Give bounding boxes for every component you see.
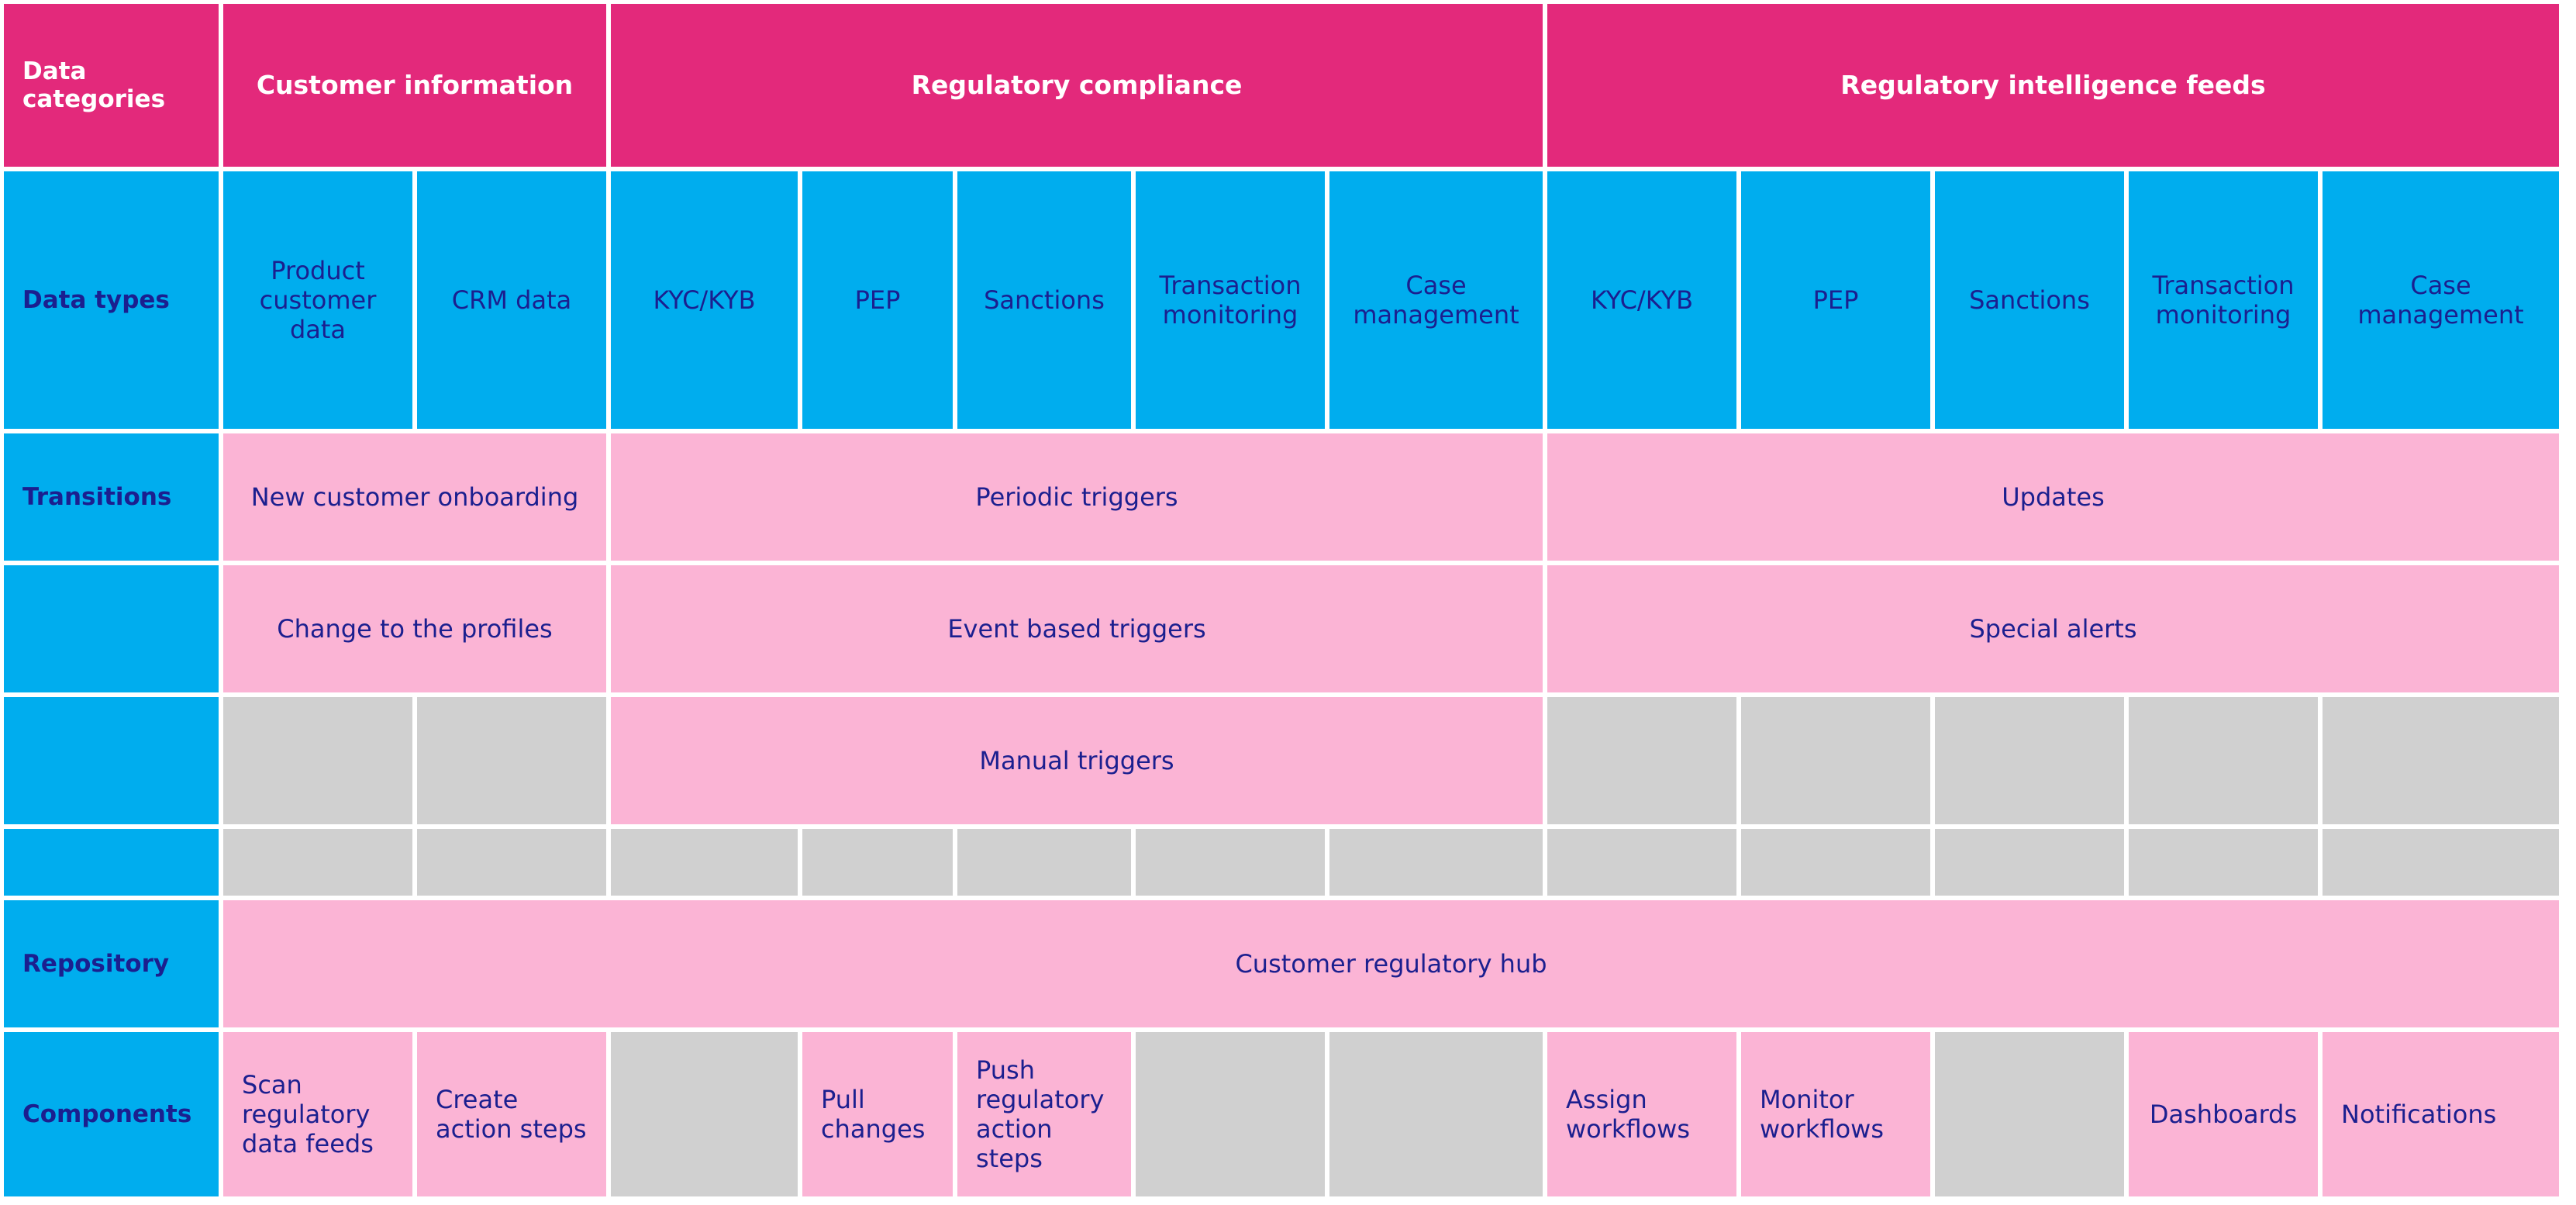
empty-cell — [1935, 697, 2124, 824]
data-type-crm-data: CRM data — [417, 171, 606, 429]
empty-cell — [611, 829, 798, 896]
header-regulatory-compliance: Regulatory compliance — [611, 4, 1543, 167]
data-type-feed-case-management: Case management — [2323, 171, 2559, 429]
empty-cell — [417, 697, 606, 824]
empty-cell — [1329, 1032, 1543, 1196]
row-label-repository: Repository — [4, 900, 219, 1027]
component-monitor-workflows: Monitor workflows — [1741, 1032, 1930, 1196]
component-scan-regulatory-data-feeds: Scan regulatory data feeds — [223, 1032, 412, 1196]
header-corner: Data categories — [4, 4, 219, 167]
empty-cell — [2323, 697, 2559, 824]
row-label-components: Components — [4, 1032, 219, 1196]
component-push-regulatory-action-steps: Push regulatory action steps — [957, 1032, 1131, 1196]
empty-cell — [2129, 829, 2318, 896]
header-customer-information: Customer information — [223, 4, 606, 167]
data-type-feed-kyc-kyb: KYC/KYB — [1547, 171, 1736, 429]
empty-cell — [2323, 829, 2559, 896]
empty-cell — [223, 829, 412, 896]
row-label-transitions: Transitions — [4, 433, 219, 561]
data-type-case-management: Case management — [1329, 171, 1543, 429]
empty-cell — [1136, 829, 1325, 896]
empty-cell — [2129, 697, 2318, 824]
data-type-feed-sanctions: Sanctions — [1935, 171, 2124, 429]
repository-customer-regulatory-hub: Customer regulatory hub — [223, 900, 2559, 1027]
data-type-transaction-monitoring: Transaction monitoring — [1136, 171, 1325, 429]
data-type-pep: PEP — [802, 171, 953, 429]
row-label-blank — [4, 829, 219, 896]
row-label-data-types: Data types — [4, 171, 219, 429]
empty-cell — [1741, 697, 1930, 824]
empty-cell — [417, 829, 606, 896]
component-pull-changes: Pull changes — [802, 1032, 953, 1196]
empty-cell — [1547, 697, 1736, 824]
empty-cell — [1547, 829, 1736, 896]
component-dashboards: Dashboards — [2129, 1032, 2318, 1196]
empty-cell — [802, 829, 953, 896]
empty-cell — [1935, 829, 2124, 896]
empty-cell — [1329, 829, 1543, 896]
data-type-feed-pep: PEP — [1741, 171, 1930, 429]
empty-cell — [223, 697, 412, 824]
row-label-blank — [4, 565, 219, 692]
row-label-blank — [4, 697, 219, 824]
component-create-action-steps: Create action steps — [417, 1032, 606, 1196]
data-type-product-customer-data: Product customer data — [223, 171, 412, 429]
empty-cell — [1935, 1032, 2124, 1196]
data-type-kyc-kyb: KYC/KYB — [611, 171, 798, 429]
transition-updates: Updates — [1547, 433, 2559, 561]
header-regulatory-intelligence-feeds: Regulatory intelligence feeds — [1547, 4, 2559, 167]
empty-cell — [957, 829, 1131, 896]
empty-cell — [1741, 829, 1930, 896]
component-assign-workflows: Assign workflows — [1547, 1032, 1736, 1196]
transition-periodic-triggers: Periodic triggers — [611, 433, 1543, 561]
transition-change-to-profiles: Change to the profiles — [223, 565, 606, 692]
empty-cell — [1136, 1032, 1325, 1196]
data-type-sanctions: Sanctions — [957, 171, 1131, 429]
transition-event-based-triggers: Event based triggers — [611, 565, 1543, 692]
component-notifications: Notifications — [2323, 1032, 2559, 1196]
empty-cell — [611, 1032, 798, 1196]
transition-manual-triggers: Manual triggers — [611, 697, 1543, 824]
transition-special-alerts: Special alerts — [1547, 565, 2559, 692]
data-type-feed-transaction-monitoring: Transaction monitoring — [2129, 171, 2318, 429]
transition-new-customer-onboarding: New customer onboarding — [223, 433, 606, 561]
